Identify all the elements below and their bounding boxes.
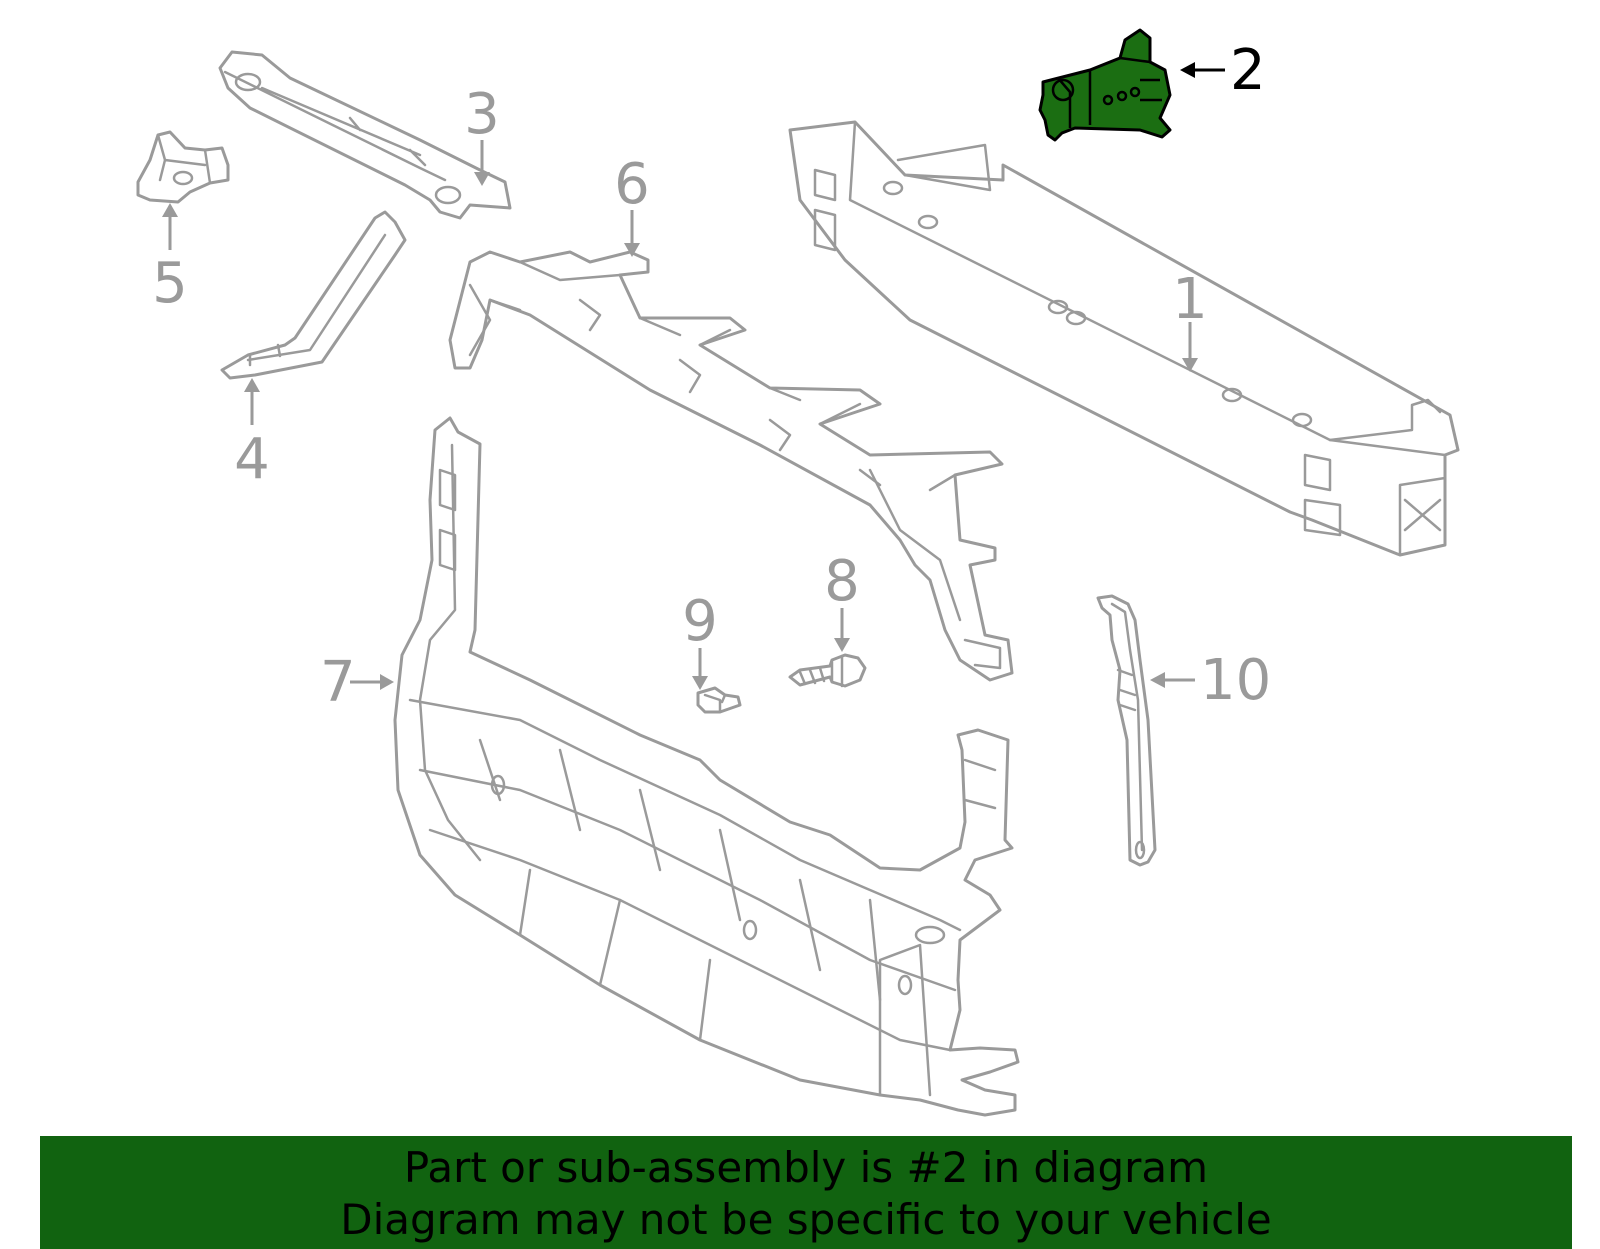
callout-number: 4 xyxy=(234,427,270,492)
info-banner: Part or sub-assembly is #2 in diagram Di… xyxy=(40,1136,1572,1249)
part-3-upper-tie-bar[interactable] xyxy=(218,50,512,220)
part-10-side-bracket[interactable] xyxy=(1096,594,1157,867)
banner-line-2: Diagram may not be specific to your vehi… xyxy=(340,1195,1272,1244)
callout-number: 9 xyxy=(682,589,718,654)
callout-number: 1 xyxy=(1172,267,1208,332)
callout-number: 6 xyxy=(614,152,650,217)
callout-9: 9 xyxy=(682,589,718,690)
callout-5: 5 xyxy=(152,203,188,316)
part-7-radiator-support[interactable] xyxy=(393,416,1020,1117)
banner-line-1: Part or sub-assembly is #2 in diagram xyxy=(403,1143,1209,1192)
callout-number: 2 xyxy=(1230,38,1266,103)
part-4-side-support[interactable] xyxy=(220,210,407,380)
part-8-bolt[interactable] xyxy=(788,653,867,688)
part-1-reinforcement-beam[interactable] xyxy=(788,120,1460,557)
callout-number: 8 xyxy=(824,549,860,614)
callout-4: 4 xyxy=(234,378,270,492)
part-9-clip[interactable] xyxy=(696,686,742,714)
callout-number: 5 xyxy=(152,251,188,316)
callout-number: 3 xyxy=(464,82,500,147)
part-5-hood-latch-bracket[interactable] xyxy=(136,130,230,204)
part-2-bracket[interactable] xyxy=(1038,28,1172,142)
part-6-upper-support[interactable] xyxy=(448,250,1014,682)
callout-10: 10 xyxy=(1150,648,1271,713)
callout-3: 3 xyxy=(464,82,500,186)
callout-2: 2 xyxy=(1180,38,1266,103)
callout-number: 10 xyxy=(1200,648,1271,713)
callout-8: 8 xyxy=(824,549,860,652)
callout-1: 1 xyxy=(1172,267,1208,372)
callout-6: 6 xyxy=(614,152,650,257)
callout-number: 7 xyxy=(320,650,356,715)
callout-7: 7 xyxy=(320,650,394,715)
